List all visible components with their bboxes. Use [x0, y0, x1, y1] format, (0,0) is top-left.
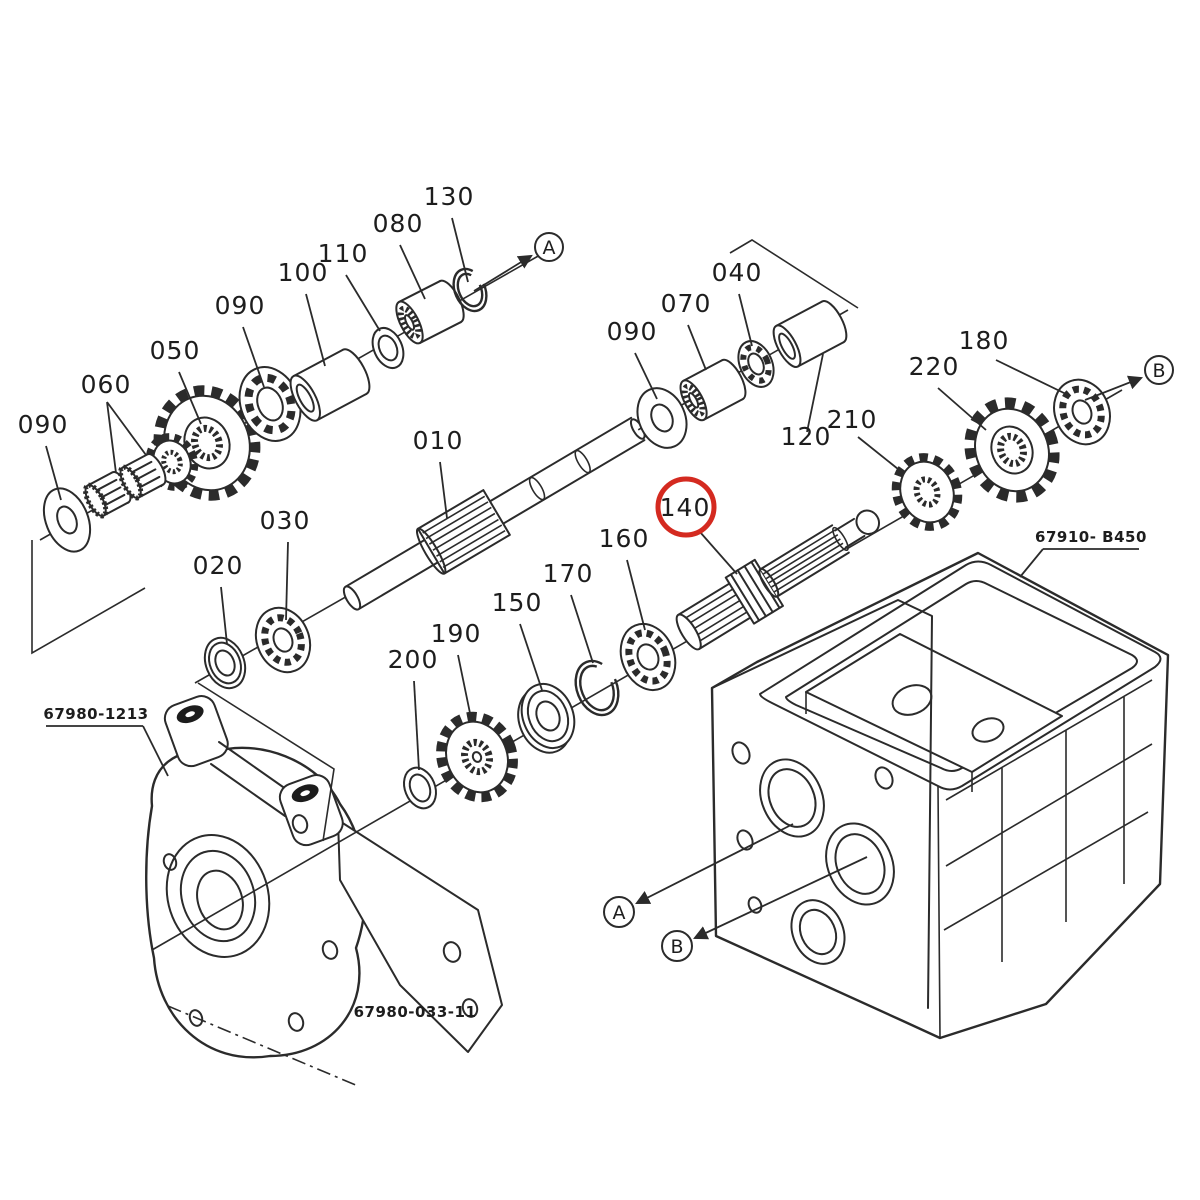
snap-ring-130: [452, 267, 488, 313]
washer-090-right: [636, 387, 688, 449]
part-label-180[interactable]: 180: [959, 326, 1010, 355]
bushing-100: [289, 348, 371, 422]
view-marker-b-bottom: B: [670, 936, 683, 958]
part-label-050[interactable]: 050: [150, 336, 201, 365]
main-shaft-group: [203, 300, 848, 690]
part-label-130[interactable]: 130: [424, 182, 475, 211]
view-marker-b-bottom-circle: [661, 930, 693, 962]
part-label-210[interactable]: 210: [827, 405, 878, 434]
washer-090-left: [42, 487, 92, 553]
part-label-190[interactable]: 190: [431, 619, 482, 648]
shaft-140[interactable]: [669, 493, 892, 658]
view-markers: [473, 232, 1174, 962]
gear-220: [964, 397, 1060, 503]
part-label-200[interactable]: 200: [388, 645, 439, 674]
needle-bearing-080: [395, 279, 465, 345]
slotted-ring-040: [737, 340, 775, 388]
seal-150: [517, 683, 576, 754]
seal-020: [203, 636, 247, 690]
ball-bearing-030: [254, 606, 312, 674]
gear-190: [436, 711, 518, 803]
gear-210: [891, 453, 963, 531]
part-label-120[interactable]: 120: [781, 422, 832, 451]
washer-090-mid: [238, 366, 302, 442]
view-marker-b-top-circle: [1144, 355, 1174, 385]
view-marker-a-top: A: [543, 237, 556, 259]
part-label-010[interactable]: 010: [413, 426, 464, 455]
part-label-060[interactable]: 060: [81, 370, 132, 399]
part-label-170[interactable]: 170: [543, 559, 594, 588]
part-label-090b[interactable]: 090: [18, 410, 69, 439]
view-marker-a-bottom: A: [613, 902, 626, 924]
needle-cage-060a: [83, 471, 132, 519]
ball-bearing-160: [619, 623, 677, 691]
part-label-090c[interactable]: 090: [607, 317, 658, 346]
part-label-220[interactable]: 220: [909, 352, 960, 381]
shaft-010: [342, 416, 646, 611]
part-label-090a[interactable]: 090: [215, 291, 266, 320]
view-marker-a-top-circle: [534, 232, 564, 262]
view-marker-b-top: B: [1152, 360, 1165, 382]
part-label-150[interactable]: 150: [492, 588, 543, 617]
ref-code-case: 67910- B450: [1035, 528, 1147, 546]
snap-ring-170: [574, 659, 620, 717]
pto-shaft-group: [403, 378, 1111, 810]
part-label-160[interactable]: 160: [599, 524, 650, 553]
bushing-120: [772, 300, 848, 368]
part-label-070[interactable]: 070: [661, 289, 712, 318]
highlight-circle-140[interactable]: [655, 476, 717, 538]
part-label-140-highlighted[interactable]: 140: [660, 493, 711, 522]
needle-cage-060b: [118, 453, 167, 501]
part-label-110[interactable]: 110: [318, 239, 369, 268]
ring-110: [371, 326, 405, 370]
part-label-100[interactable]: 100: [278, 258, 329, 287]
part-label-040[interactable]: 040: [712, 258, 763, 287]
leader-lines: [45, 217, 1139, 777]
transmission-case-drawing: [710, 551, 1170, 1040]
ref-code-cover: 67980-1213: [43, 705, 148, 723]
part-label-020[interactable]: 020: [193, 551, 244, 580]
part-label-030[interactable]: 030: [260, 506, 311, 535]
ring-200: [403, 766, 437, 810]
ref-code-bottom: 67980-033-11: [354, 1003, 477, 1021]
input-gear-group: [42, 267, 488, 553]
view-marker-a-bottom-circle: [603, 896, 635, 928]
needle-bearing-070: [679, 358, 747, 422]
part-label-080[interactable]: 080: [373, 209, 424, 238]
